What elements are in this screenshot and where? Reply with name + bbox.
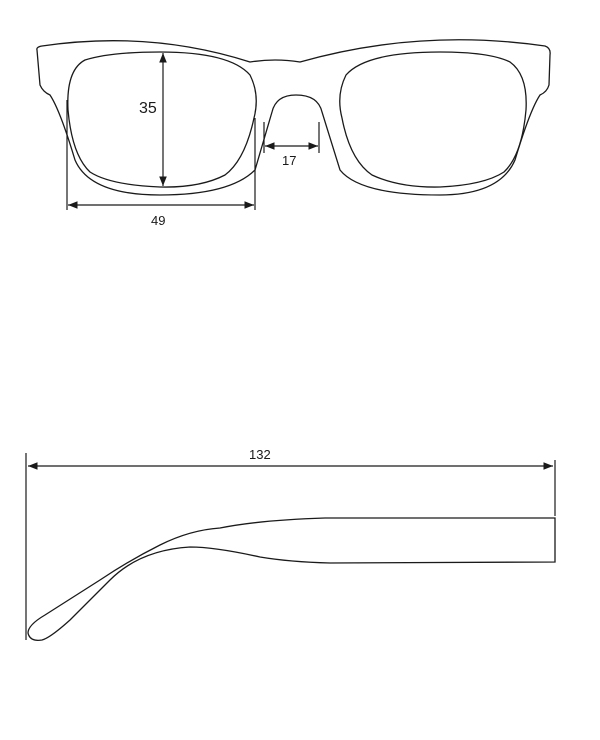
temple-arm: [27, 517, 556, 641]
side-view: 132: [25, 447, 556, 641]
lens-width-label: 49: [151, 213, 165, 228]
temple-length-label: 132: [249, 447, 271, 462]
lens-height-label: 35: [139, 100, 157, 117]
left-lens: [67, 51, 257, 188]
bridge-width-label: 17: [282, 153, 296, 168]
front-view: 35 49 17: [36, 39, 551, 228]
frame-outline: [36, 39, 551, 196]
right-lens: [339, 51, 527, 188]
